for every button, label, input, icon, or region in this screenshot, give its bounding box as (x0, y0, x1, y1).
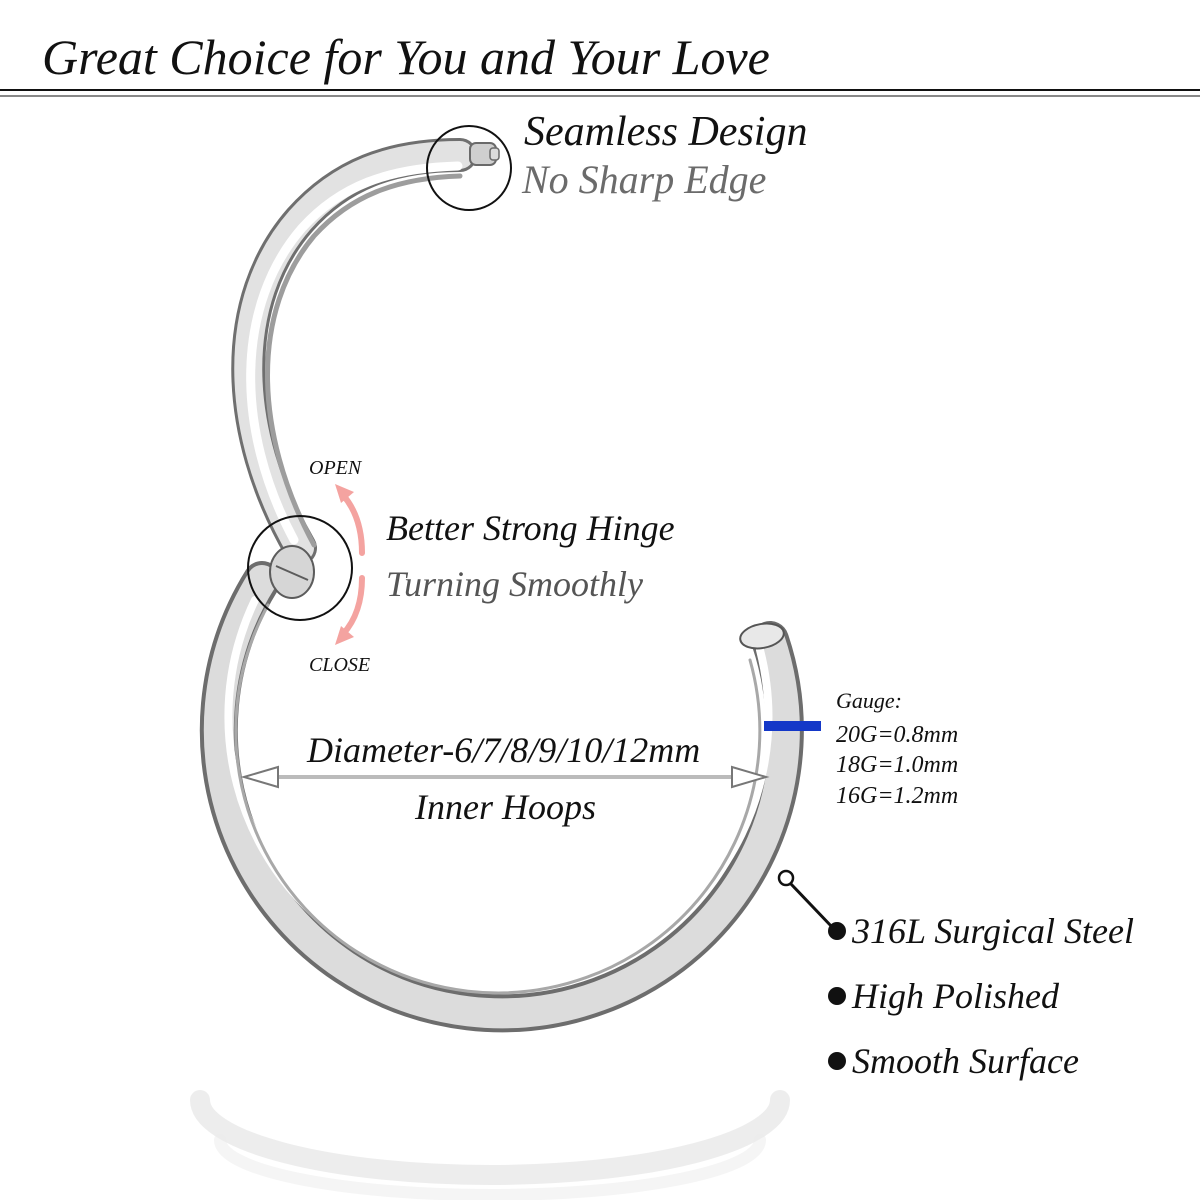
diameter-label: Diameter-6/7/8/9/10/12mm (307, 730, 701, 770)
hinged-arc (234, 141, 474, 562)
hinged-arc-highlight (246, 161, 463, 545)
headline: Great Choice for You and Your Love (42, 29, 770, 85)
steel-leader-line (789, 882, 835, 930)
hoop-reflection (190, 1090, 790, 1185)
curved-arrow-up-icon (340, 492, 365, 556)
close-label: CLOSE (309, 654, 371, 676)
feature-label: Smooth Surface (852, 1041, 1079, 1081)
bullet-dot-icon (828, 922, 846, 940)
hoop-reflection-2 (214, 1134, 766, 1200)
hinge-subtitle: Turning Smoothly (386, 564, 644, 604)
hoop-ring-highlight (224, 596, 773, 991)
diameter-arrow-left (240, 765, 279, 789)
gauge-marker (764, 721, 821, 731)
feature-item: 316L Surgical Steel (828, 913, 1134, 949)
steel-leader-dot (777, 869, 795, 887)
open-label: OPEN (309, 457, 362, 479)
hoop-ring-inner-shade (234, 603, 762, 995)
feature-label: 316L Surgical Steel (852, 911, 1134, 951)
hoop-ring (203, 565, 800, 1029)
feature-label: High Polished (852, 976, 1059, 1016)
hoop-open-end (739, 622, 785, 650)
curved-arrow-down-icon (340, 575, 365, 637)
no-sharp-edge-subtitle: No Sharp Edge (522, 157, 767, 202)
gauge-option: 20G=0.8mm (836, 722, 959, 748)
hinged-arc-shadow (265, 173, 463, 548)
feature-item: Smooth Surface (828, 1043, 1079, 1079)
hinge-joint-detail (275, 565, 309, 581)
gauge-title: Gauge: (836, 688, 902, 713)
seamless-design-title: Seamless Design (524, 109, 808, 155)
tip-pin-end (489, 147, 500, 161)
feature-item: High Polished (828, 978, 1059, 1014)
bullet-dot-icon (828, 1052, 846, 1070)
inner-hoops-label: Inner Hoops (415, 787, 596, 827)
hinge-title: Better Strong Hinge (386, 508, 675, 548)
curved-arrow-up-head (335, 484, 354, 503)
gauge-option: 18G=1.0mm (836, 752, 959, 778)
hinge-highlight-circle (247, 515, 353, 621)
diameter-arrow-right (731, 765, 770, 789)
bullet-dot-icon (828, 987, 846, 1005)
seamless-highlight-circle (426, 125, 512, 211)
curved-arrow-down-head (335, 626, 354, 645)
gauge-option: 16G=1.2mm (836, 783, 959, 809)
